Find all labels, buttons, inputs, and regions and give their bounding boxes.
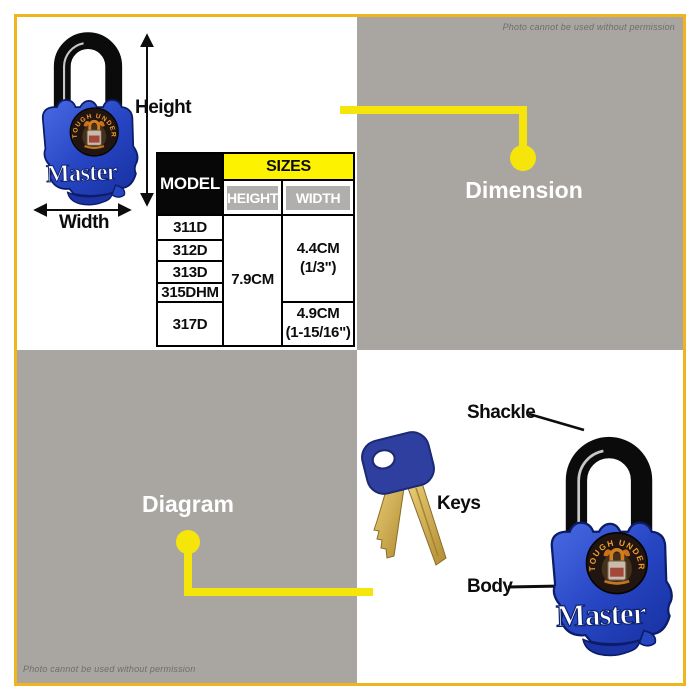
width-44-value: 4.4CM bbox=[296, 239, 340, 257]
diagram-label: Diagram bbox=[141, 491, 235, 517]
table-header-width: WIDTH bbox=[286, 185, 351, 210]
diagram-connector-line-v bbox=[184, 542, 192, 594]
keys-image bbox=[361, 431, 447, 566]
shackle-label: Shackle bbox=[467, 402, 536, 423]
key-blade-groove bbox=[415, 487, 439, 557]
table-row-model: 313D bbox=[156, 260, 224, 284]
table-header-sizes: SIZES bbox=[221, 152, 356, 181]
table-cell-width-49: 4.9CM (1-15/16") bbox=[281, 301, 356, 347]
table-row-model: 315DHM bbox=[156, 282, 224, 303]
key-blade-left bbox=[373, 483, 405, 559]
body-label: Body bbox=[467, 576, 513, 597]
table-header-height-cell: HEIGHT bbox=[221, 179, 284, 216]
width-49-inches: (1-15/16") bbox=[285, 324, 351, 341]
table-row-model: 317D bbox=[156, 301, 224, 347]
key-hole bbox=[371, 449, 396, 470]
width-44-inches: (1/3") bbox=[300, 258, 337, 276]
table-header-width-cell: WIDTH bbox=[281, 179, 356, 216]
keys-label: Keys bbox=[437, 493, 481, 514]
padlock-image-dimension bbox=[30, 22, 146, 210]
quadrant-dimension-bg bbox=[357, 16, 685, 350]
table-cell-width-44: 4.4CM (1/3") bbox=[281, 214, 356, 303]
watermark-top: Photo cannot be used without permission bbox=[502, 22, 675, 32]
dimension-connector-dot bbox=[510, 145, 536, 171]
sizes-table: MODEL SIZES HEIGHT WIDTH 311D 7.9CM 4.4C… bbox=[156, 152, 356, 347]
dimension-label: Dimension bbox=[465, 177, 583, 203]
table-header-height: HEIGHT bbox=[227, 185, 278, 210]
width-49-value: 4.9CM bbox=[296, 305, 340, 323]
key-head bbox=[361, 431, 435, 495]
table-header-model: MODEL bbox=[156, 152, 224, 216]
diagram-connector-line-h bbox=[184, 588, 373, 596]
outer-frame bbox=[14, 14, 686, 686]
table-row-model: 311D bbox=[156, 214, 224, 241]
width-label: Width bbox=[58, 212, 110, 233]
table-row-model: 312D bbox=[156, 239, 224, 262]
watermark-bottom: Photo cannot be used without permission bbox=[23, 664, 196, 674]
padlock-image-diagram bbox=[535, 424, 683, 662]
quadrant-diagram-bg bbox=[16, 350, 357, 683]
height-label: Height bbox=[135, 97, 192, 118]
dimension-connector-line-h bbox=[340, 106, 527, 114]
dimension-connector-line-v bbox=[519, 106, 527, 151]
table-cell-height-shared: 7.9CM bbox=[221, 214, 284, 347]
